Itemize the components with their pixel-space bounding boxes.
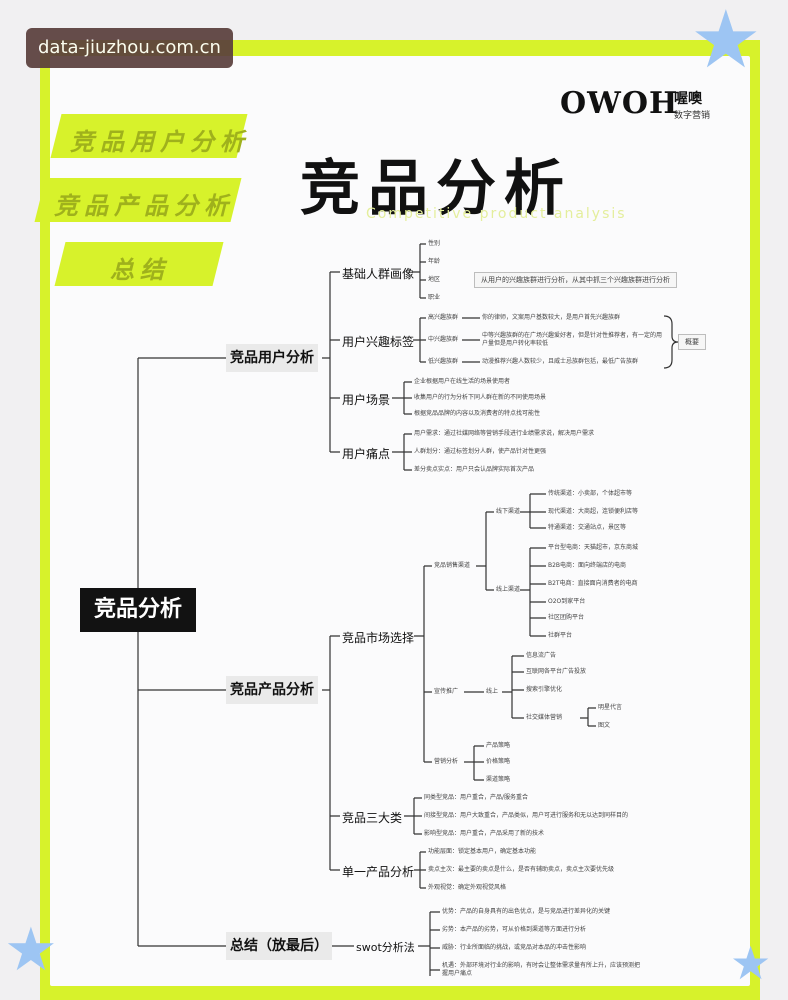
- leaf: 营销分析: [434, 758, 459, 765]
- star-icon: ★: [690, 0, 762, 86]
- leaf: 竞品销售渠道: [434, 562, 471, 569]
- group-basic-profile: 基础人群画像: [342, 267, 415, 281]
- leaf: 根据竞品品牌的内容以及消费者的特点找可能性: [414, 410, 541, 417]
- leaf: 社区团购平台: [548, 614, 585, 621]
- group-market-selection: 竞品市场选择: [342, 631, 415, 645]
- leaf: 中兴趣族群: [428, 336, 459, 343]
- leaf: 影响型竞品：用户重合，产品采用了新的技术: [424, 830, 545, 837]
- leaf: 信息流广告: [526, 652, 557, 659]
- leaf: 渠道策略: [486, 776, 511, 783]
- leaf: 性别: [428, 240, 441, 247]
- leaf: 高兴趣族群: [428, 314, 459, 321]
- leaf: 互联网各平台广告投放: [526, 668, 587, 675]
- leaf: 线上: [486, 688, 499, 695]
- leaf: 企业根据用户在线生活的场景使用者: [414, 378, 511, 385]
- branch-product-analysis: 竞品产品分析: [226, 676, 318, 704]
- leaf: 宣传推广: [434, 688, 459, 695]
- leaf: 地区: [428, 276, 441, 283]
- star-icon: ★: [4, 915, 58, 985]
- tab-product-analysis: 竞品产品分析: [54, 192, 234, 220]
- group-user-scene: 用户场景: [342, 393, 391, 407]
- branch-user-analysis: 竞品用户分析: [226, 344, 318, 372]
- summary-box: 概要: [678, 334, 706, 350]
- leaf: 差分卖点实点：用户只会认品牌实际首次产品: [414, 466, 535, 473]
- leaf: 价格策略: [486, 758, 511, 765]
- group-swot: swot分析法: [356, 941, 415, 954]
- leaf: 职业: [428, 294, 441, 301]
- watermark: data-jiuzhou.com.cn: [26, 28, 233, 68]
- leaf: 产品策略: [486, 742, 511, 749]
- leaf: 线下渠道: [496, 508, 521, 515]
- leaf: 明星代言: [598, 704, 623, 711]
- tab-user-analysis: 竞品用户分析: [70, 128, 250, 156]
- leaf: 搜索引擎优化: [526, 686, 563, 693]
- leaf: 外观视觉：确定外观视觉风格: [428, 884, 507, 891]
- leaf: 收集用户的行为分析下同人群在新的不同使用场景: [414, 394, 547, 401]
- leaf: B2T电商：直接面向消费者的电商: [548, 580, 638, 587]
- leaf: 威胁：行业所面临的挑战，或竞品对本品的冲击性影响: [442, 944, 587, 951]
- leaf: 优势：产品的自身具有的出色优点，是与竞品进行差异化的关键: [442, 908, 611, 915]
- leaf: O2O到家平台: [548, 598, 586, 605]
- group-single-product: 单一产品分析: [342, 865, 415, 879]
- group-pain-points: 用户痛点: [342, 447, 391, 461]
- leaf: 低兴趣族群: [428, 358, 459, 365]
- leaf: 图文: [598, 722, 611, 729]
- leaf-detail: 你的律师，文案用户基数较大，是用户首先兴趣族群: [482, 314, 621, 321]
- page-subtitle: Competitive product analysis: [366, 206, 627, 222]
- page-title: 竞品分析: [300, 154, 572, 224]
- leaf: 同类型竞品：用户重合，产品/服务重合: [424, 794, 529, 801]
- leaf: 间接型竞品：用户大致重合，产品类似，用户可进行服务和无以达到同样目的: [424, 812, 629, 819]
- leaf: 社群平台: [548, 632, 573, 639]
- leaf: 年龄: [428, 258, 441, 265]
- tab-summary: 总结: [110, 256, 170, 284]
- leaf: 机遇：外部环境对行业的影响，有时会让整体需求量有所上升，应该预测把握用户痛点: [442, 962, 641, 977]
- brand-logo: OWOH: [560, 86, 679, 121]
- star-icon: ★: [730, 936, 772, 990]
- brand-logo-sub: 数字营销: [674, 111, 711, 121]
- leaf: 功能层面：锁定基本用户，确定基本功能: [428, 848, 537, 855]
- leaf-detail: 动漫推荐兴趣人数较少，且威士忌族群包括，最低广告族群: [482, 358, 639, 365]
- leaf: 平台型电商：天猫超市，京东商城: [548, 544, 639, 551]
- brand-logo-cn: 喔噢: [674, 91, 702, 107]
- leaf: B2B电商：面向终端店的电商: [548, 562, 627, 569]
- leaf: 线上渠道: [496, 586, 521, 593]
- leaf: 现代渠道：大商超，连锁便利店等: [548, 508, 639, 515]
- branch-summary: 总结（放最后）: [226, 932, 332, 960]
- group-three-types: 竞品三大类: [342, 811, 403, 825]
- leaf: 人群划分：通过标签划分人群，使产品针对性更强: [414, 448, 547, 455]
- root-node: 竞品分析: [80, 588, 196, 632]
- leaf: 卖点主次：最主要的卖点是什么，是否有辅助卖点，卖点主次要优先级: [428, 866, 615, 873]
- leaf: 劣势：本产品的劣势，可从价格到渠道等方面进行分析: [442, 926, 587, 933]
- leaf-detail: 中等兴趣族群的在广场兴趣爱好者，但是针对性推荐者，有一定的用户量但是用户转化率较…: [482, 332, 663, 347]
- leaf: 社交媒体营销: [526, 714, 563, 721]
- leaf: 特通渠道：交通站点，景区等: [548, 524, 627, 531]
- note-box: 从用户的兴趣族群进行分析，从其中抓三个兴趣族群进行分析: [474, 272, 677, 288]
- leaf: 用户需求：通过社媒网络等营销手段进行业绩需求说，解决用户需求: [414, 430, 595, 437]
- group-interest-tags: 用户兴趣标签: [342, 335, 415, 349]
- leaf: 传统渠道：小卖部，个体超市等: [548, 490, 633, 497]
